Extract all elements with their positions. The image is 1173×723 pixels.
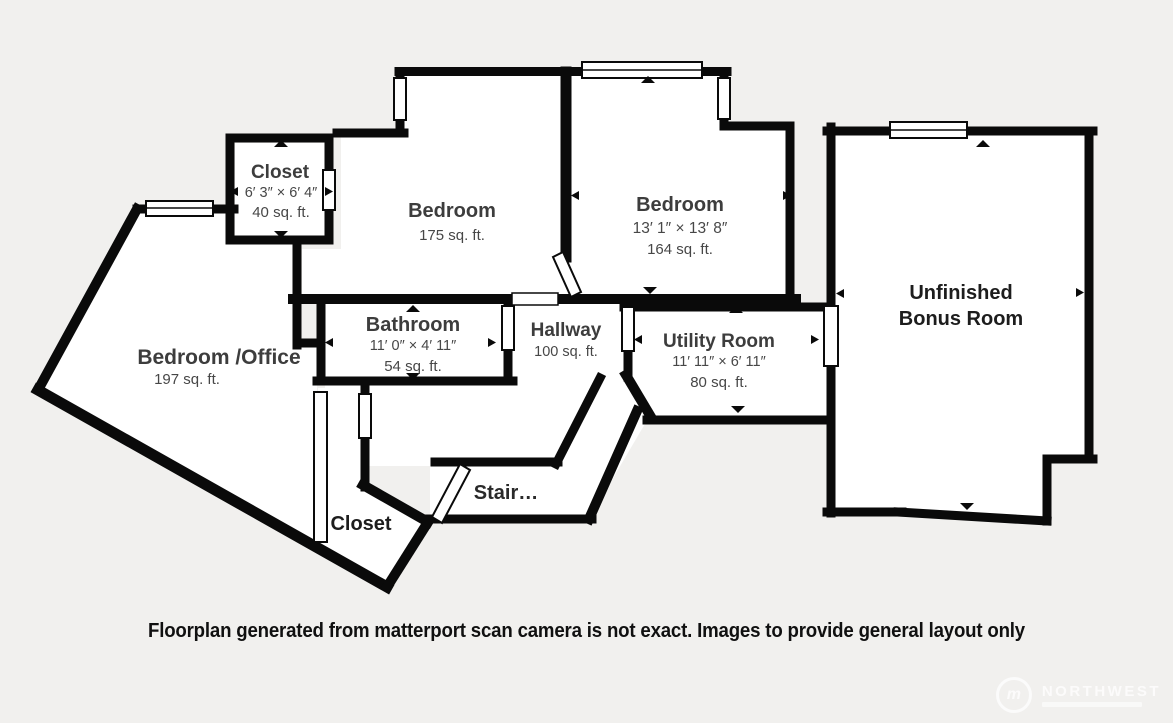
room-name: Bedroom /Office (137, 346, 300, 369)
door-window-layer (145, 61, 968, 543)
dimension-arrows (230, 76, 1084, 510)
room-stair-label: Stair… (474, 482, 538, 504)
arrow-right-icon (325, 187, 333, 196)
room-area: 40 sq. ft. (252, 204, 310, 221)
watermark-logo: m NORTHWEST (995, 677, 1161, 713)
closet-top-arrows (230, 140, 333, 238)
arrow-right-icon (488, 338, 496, 347)
door (358, 393, 372, 439)
closet-bottom-floor (318, 388, 428, 587)
watermark-subline (1041, 702, 1142, 707)
disclaimer-text: Floorplan generated from matterport scan… (148, 619, 1026, 642)
arrow-up-icon (274, 140, 288, 147)
arrow-down-icon (643, 287, 657, 294)
hallway-floor (508, 303, 628, 383)
wall (31, 202, 144, 397)
room-bathroom: Bathroom 11′ 0″ × 4′ 11″ 54 sq. ft. (366, 314, 460, 375)
arrow-left-icon (230, 187, 238, 196)
room-closet-bottom-label: Closet (330, 513, 391, 535)
room-name: Bathroom (366, 314, 460, 336)
door (823, 305, 839, 367)
wall (582, 404, 644, 526)
room-bedroom-left: Bedroom 175 sq. ft. (408, 200, 496, 244)
room-area: 100 sq. ft. (534, 344, 598, 360)
room-utility: Utility Room 11′ 11″ × 6′ 11″ 80 sq. ft. (663, 331, 775, 391)
arrow-down-icon (406, 373, 420, 380)
room-hallway: Hallway 100 sq. ft. (531, 320, 602, 360)
room-area: 54 sq. ft. (384, 358, 442, 375)
arrow-right-icon (811, 335, 819, 344)
room-name: Bedroom (636, 194, 724, 216)
room-name-line1: Unfinished (909, 282, 1012, 304)
room-name-line2: Bonus Room (899, 308, 1023, 330)
arrow-right-icon (1076, 288, 1084, 297)
utility-arrows (634, 306, 819, 413)
room-name: Hallway (531, 320, 602, 341)
room-area: 80 sq. ft. (690, 374, 748, 391)
room-name: Bedroom (408, 200, 496, 222)
wall (30, 382, 395, 595)
landing-floor (325, 381, 598, 466)
door-leaf (551, 250, 583, 299)
arrow-down-icon (731, 406, 745, 413)
door (313, 391, 328, 543)
bedrooms-floor (302, 76, 786, 295)
arrow-left-icon (571, 191, 579, 200)
arrow-right-icon (783, 191, 791, 200)
bonus-floor (831, 131, 1089, 516)
arrow-left-icon (836, 289, 844, 298)
door (621, 306, 635, 352)
room-area: 175 sq. ft. (419, 227, 485, 244)
window (717, 77, 731, 120)
arrow-up-icon (641, 76, 655, 83)
closet-top-floor (235, 143, 325, 236)
wall (893, 507, 1052, 526)
window (393, 77, 407, 121)
room-dims: 11′ 0″ × 4′ 11″ (370, 338, 457, 354)
room-area: 197 sq. ft. (154, 371, 220, 388)
door-leaf (430, 462, 472, 525)
room-area: 164 sq. ft. (647, 241, 713, 258)
arrow-up-icon (976, 140, 990, 147)
arrow-up-icon (729, 306, 743, 313)
arrow-up-icon (406, 305, 420, 312)
bonus-arrows (836, 140, 1084, 510)
bedroom-right-arrows (571, 76, 791, 294)
utility-floor (628, 308, 831, 420)
bathroom-floor (321, 303, 508, 381)
arrow-left-icon (325, 338, 333, 347)
arrow-left-icon (634, 335, 642, 344)
label-layer: Closet 6′ 3″ × 6′ 4″ 40 sq. ft. Bedroom … (137, 162, 1023, 535)
bedroom-office-floor (38, 209, 317, 548)
wall (380, 515, 435, 594)
watermark-circle-icon: m (995, 677, 1032, 713)
room-dims: 6′ 3″ × 6′ 4″ (245, 185, 318, 201)
room-bonus: Unfinished Bonus Room (899, 282, 1023, 330)
bathroom-arrows (325, 305, 496, 380)
room-bedroom-office: Bedroom /Office 197 sq. ft. (137, 346, 300, 388)
room-name: Closet (251, 162, 310, 183)
room-closet-top: Closet 6′ 3″ × 6′ 4″ 40 sq. ft. (245, 162, 318, 221)
wall (356, 478, 435, 529)
watermark-brand: NORTHWEST (1041, 683, 1161, 700)
arrow-down-icon (274, 231, 288, 238)
room-dims: 13′ 1″ × 13′ 8″ (633, 220, 728, 237)
door (501, 305, 515, 351)
room-bedroom-right: Bedroom 13′ 1″ × 13′ 8″ 164 sq. ft. (633, 194, 728, 258)
wall (549, 371, 607, 471)
stair-floor (430, 378, 649, 519)
arrow-down-icon (960, 503, 974, 510)
door-opening (511, 292, 559, 306)
room-dims: 11′ 11″ × 6′ 11″ (672, 354, 766, 370)
room-fill-layer (38, 76, 1089, 587)
room-name: Utility Room (663, 331, 775, 352)
wall (619, 368, 658, 424)
